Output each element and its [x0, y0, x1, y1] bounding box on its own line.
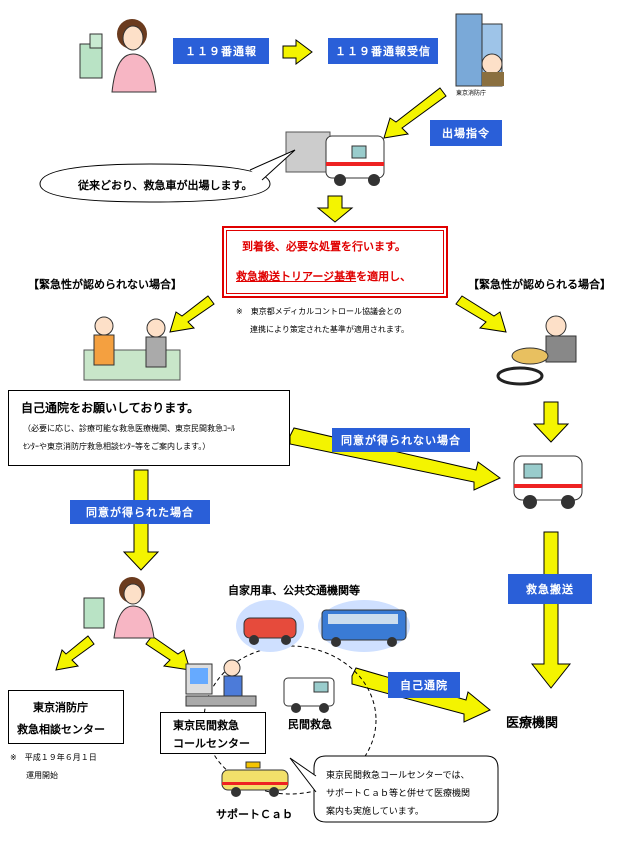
- arrow-ambulance-to-arrival: [316, 195, 354, 223]
- no-consent-label: 同意が得られない場合: [341, 434, 461, 447]
- standard-note-line1: ※ 東京都メディカルコントロール協議会との: [236, 307, 402, 316]
- standard-note-line2: 連携により策定された基準が適用されます。: [250, 325, 410, 334]
- car-bus-illustration: [234, 598, 410, 652]
- arrival-box: 到着後、必要な処置を行います。 救急搬送トリアージ基準を適用し、: [222, 226, 448, 298]
- arrow-to-not-urgent: [169, 295, 215, 333]
- private-ambulance-illustration: [282, 674, 338, 714]
- bubble-line2: サポートＣａｂ等と併せて医療機関: [326, 789, 471, 799]
- ambulance-dispatch-text: 従来どおり、救急車が出場します。: [78, 179, 253, 192]
- self-visit-line1: （必要に応じ、診療可能な救急医療機関、東京民間救急ｺｰﾙ: [23, 424, 235, 433]
- arrow-receive-to-dispatch: [383, 87, 447, 139]
- consult-note-line2: 運用開始: [26, 771, 58, 780]
- consent-label: 同意が得られた場合: [86, 506, 194, 519]
- self-visit-line2: ｾﾝﾀｰや東京消防庁救急相談ｾﾝﾀｰ等をご案内します。）: [23, 442, 211, 451]
- bubble-line3: 案内も実施しています。: [326, 807, 424, 817]
- not-urgent-label: 【緊急性が認められない場合】: [28, 278, 182, 291]
- urgent-illustration: [494, 312, 600, 388]
- arrow-call-to-receive: [282, 39, 313, 65]
- call-center-operator-illustration: [185, 656, 257, 712]
- private-center-box: 東京民間救急 コールセンター: [160, 712, 266, 754]
- receive-119-label: １１９番通報受信: [335, 45, 431, 58]
- arrival-line2-suffix: を適用し、: [356, 270, 412, 283]
- bubble-line1: 東京民間救急コールセンターでは、: [326, 771, 470, 781]
- medical-institution-label: 医療機関: [506, 716, 559, 731]
- private-center-dashed-ring: [203, 645, 377, 795]
- self-visit-short-label: 自己通院: [400, 679, 448, 692]
- consult-note-line1: ※ 平成１９年６月１日: [10, 753, 97, 762]
- ambulance-station-illustration: [285, 122, 394, 192]
- self-visit-short-box: 自己通院: [388, 672, 460, 698]
- arrow-to-consult-center: [55, 635, 95, 671]
- arrow-urgent-to-ambulance: [532, 401, 570, 443]
- call-119-label: １１９番通報: [185, 45, 257, 58]
- private-center-line1: 東京民間救急: [173, 719, 239, 732]
- consent-box: 同意が得られた場合: [70, 500, 210, 524]
- emergency-transport-box: 救急搬送: [508, 574, 592, 604]
- arrival-line2: 救急搬送トリアージ基準を適用し、: [236, 268, 411, 284]
- no-consent-box: 同意が得られない場合: [332, 428, 470, 452]
- support-cab-label: サポートＣａｂ: [216, 808, 293, 821]
- caller2-illustration: [80, 576, 166, 639]
- consult-center-box: 東京消防庁 救急相談センター: [8, 690, 124, 744]
- fire-dept-label: 東京消防庁: [456, 90, 487, 97]
- self-visit-title: 自己通院をお願いしております。: [21, 401, 200, 415]
- ambulance-illustration: [510, 450, 586, 512]
- consult-center-line2: 救急相談センター: [17, 723, 105, 736]
- arrow-transport-down: [530, 531, 572, 689]
- receive-119-box: １１９番通報受信: [328, 38, 438, 64]
- arrival-line1: 到着後、必要な処置を行います。: [242, 240, 406, 253]
- private-car-label: 自家用車、公共交通機関等: [228, 584, 360, 597]
- triage-standard: 救急搬送トリアージ基準: [236, 270, 357, 283]
- arrow-to-private-center: [145, 635, 191, 671]
- arrow-to-urgent: [455, 295, 507, 333]
- dispatch-order-label: 出場指令: [442, 127, 490, 140]
- caller-illustration: [76, 14, 168, 93]
- private-center-line2: コールセンター: [173, 737, 250, 750]
- urgent-label: 【緊急性が認められる場合】: [468, 278, 611, 291]
- not-urgent-illustration: [83, 310, 181, 381]
- self-visit-box: 自己通院をお願いしております。 （必要に応じ、診療可能な救急医療機関、東京民間救…: [8, 390, 290, 466]
- dispatch-order-box: 出場指令: [430, 120, 502, 146]
- call-119-box: １１９番通報: [173, 38, 269, 64]
- consult-center-line1: 東京消防庁: [33, 701, 88, 714]
- private-ambulance-label: 民間救急: [288, 718, 332, 731]
- fire-department-illustration: 東京消防庁: [448, 10, 510, 98]
- emergency-transport-label: 救急搬送: [526, 583, 574, 596]
- support-cab-illustration: [218, 760, 292, 800]
